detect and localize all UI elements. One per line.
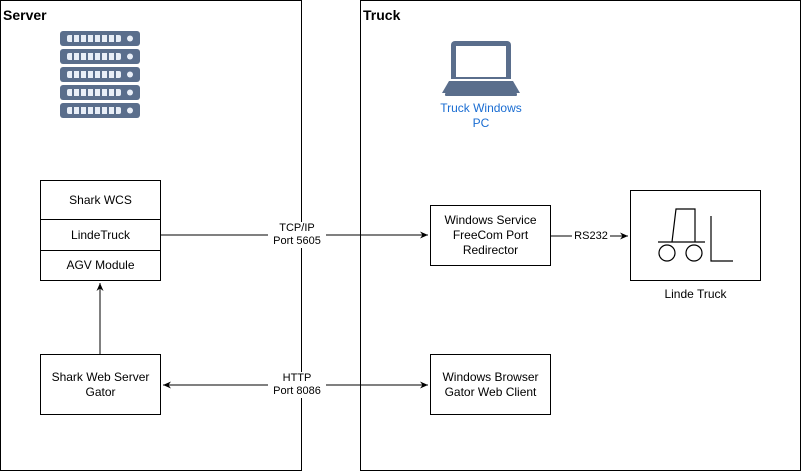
shark-wcs-box: Shark WCS	[40, 180, 161, 220]
shark-web-server-label: Shark Web Server Gator	[51, 369, 150, 399]
windows-browser-box: Windows Browser Gator Web Client	[430, 354, 551, 415]
windows-service-label: Windows Service FreeCom Port Redirector	[444, 213, 537, 257]
linde-truck-module-box: LindeTruck	[40, 219, 161, 251]
windows-service-box: Windows Service FreeCom Port Redirector	[430, 205, 551, 266]
shark-wcs-label: Shark WCS	[69, 192, 132, 207]
shark-web-server-box: Shark Web Server Gator	[40, 354, 161, 415]
linde-truck-module-label: LindeTruck	[71, 227, 130, 242]
linde-truck-box	[630, 190, 761, 281]
linde-truck-label: Linde Truck	[664, 287, 727, 301]
agv-module-box: AGV Module	[40, 250, 161, 281]
rs232-edge-label: RS232	[572, 230, 610, 243]
tcp-edge-label: TCP/IP Port 5605	[268, 222, 326, 248]
truck-zone-title: Truck	[363, 7, 401, 23]
http-edge-label: HTTP Port 8086	[268, 372, 326, 398]
server-zone-title: Server	[3, 7, 47, 23]
windows-browser-label: Windows Browser Gator Web Client	[442, 369, 539, 399]
truck-pc-label: Truck Windows PC	[440, 101, 522, 130]
agv-module-label: AGV Module	[66, 258, 135, 272]
